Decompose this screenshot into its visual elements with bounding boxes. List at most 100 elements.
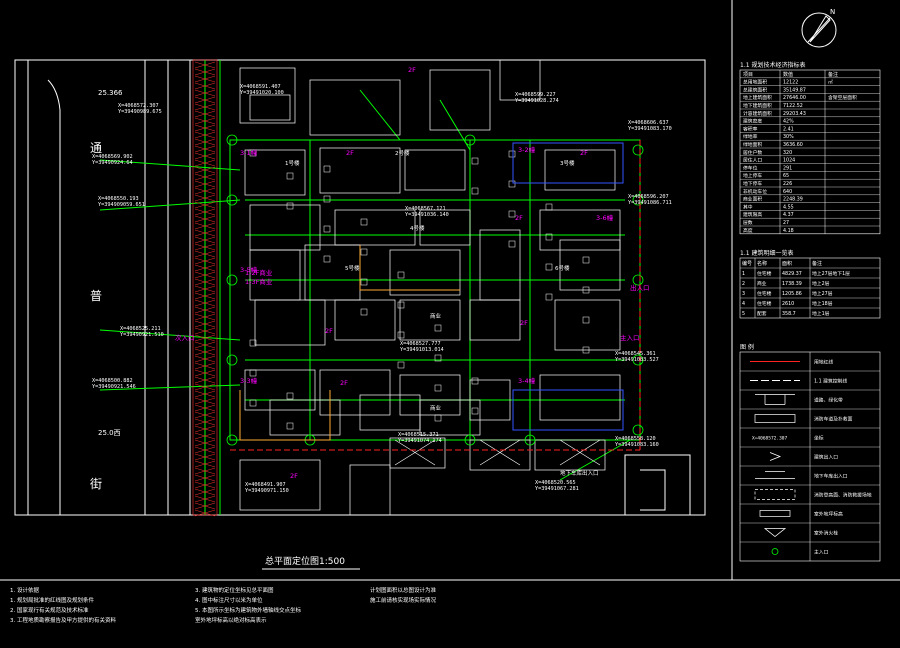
note-line: 1. 设计依据 <box>10 586 39 594</box>
table-cell: 2 <box>742 281 745 287</box>
table-cell: ㎡ <box>828 79 833 86</box>
coordinate-x: X=4068545.361 <box>615 351 656 357</box>
note-line: 计划图面积以总图设计为准 <box>370 586 437 594</box>
coordinate-labels: X=4068572.307Y=39490989.675X=4068569.902… <box>92 84 672 494</box>
legend-item-label: 主入口 <box>814 549 829 556</box>
table-cell: 42% <box>783 119 794 125</box>
legend-item-label: 建筑出入口 <box>814 454 838 461</box>
table-header-cell: 项目 <box>743 72 753 78</box>
building-tag: 3-6幢 <box>596 213 614 222</box>
building-name: 地下车库出入口 <box>560 469 599 477</box>
building-name: 3号楼 <box>560 159 575 167</box>
building-name: 1号楼 <box>285 159 300 167</box>
coordinate-x: X=4068599.227 <box>515 92 556 98</box>
table-cell: 地上18层 <box>812 300 833 307</box>
coordinate-y: Y=39491074.174 <box>398 438 442 444</box>
buildings <box>226 59 644 516</box>
blue-boundaries <box>512 142 624 431</box>
note-line: 室外地坪标高以绝对标高表示 <box>195 616 267 624</box>
table-cell: 35149.87 <box>783 87 806 93</box>
table-cell: 5 <box>742 311 745 317</box>
plaza <box>624 454 691 516</box>
table-cell: 12122 <box>783 80 798 86</box>
legend-item-label: 室外地坪标高 <box>814 511 843 518</box>
title-block: 总平面定位图1:500 <box>262 555 360 570</box>
legend-item-label: 消防车道及扑救面 <box>814 416 853 423</box>
coordinate-y: Y=39491086.711 <box>628 200 672 206</box>
table-header-cell: 编号 <box>742 260 752 267</box>
coordinate-y: Y=39490971.150 <box>245 488 289 494</box>
coordinate-y: Y=39491067.281 <box>535 486 579 492</box>
building-tag: 出入口 <box>630 283 650 292</box>
table-cell: 65 <box>783 173 789 179</box>
table-cell: 1205.86 <box>782 291 802 297</box>
building-name: 2号楼 <box>395 149 410 157</box>
table-cell: 27 <box>783 220 789 226</box>
table-cell: 地下停车 <box>743 180 762 187</box>
table-cell: 其中 <box>743 203 753 210</box>
orange-outlines <box>239 245 460 441</box>
table-cell: 地上1层 <box>812 310 830 317</box>
coordinate-x: X=4068558.120 <box>615 436 656 442</box>
legend-item-label: 坐标 <box>814 435 824 442</box>
table-cell: 4 <box>742 301 745 307</box>
coordinate-y: Y=39491020.100 <box>240 90 284 96</box>
compass-letter: N <box>830 8 835 16</box>
note-line: 2. 国家现行有关规范及技术标准 <box>10 606 89 614</box>
building-tag: 1-3F商业 <box>245 277 273 286</box>
table-cell: 地上2层 <box>812 280 830 287</box>
table-cell: 地上27层 <box>812 290 833 297</box>
coordinate-y: Y=39490921.510 <box>120 332 164 338</box>
table-cell: 地上建筑面积 <box>743 94 772 101</box>
coordinate-y: Y=39491083.160 <box>615 442 659 448</box>
table-header-cell: 备注 <box>812 260 822 267</box>
note-line: 3. 工程地质勘察报告及甲方提供的有关资料 <box>10 616 116 624</box>
table-cell: 总建筑面积 <box>743 86 767 93</box>
table-cell: 住宅楼 <box>757 290 772 297</box>
coordinate-x: X=4068527.777 <box>400 341 441 347</box>
svg-text:X=4068572.307: X=4068572.307 <box>752 436 788 442</box>
building-tag: 1-2F商业 <box>245 268 273 277</box>
coordinate-y: Y=39491036.140 <box>405 212 449 218</box>
table-cell: 绿地率 <box>743 133 758 140</box>
legend-item-label: 1.1 建筑控制线 <box>814 378 847 385</box>
property-line <box>230 140 641 451</box>
table-cell: 1738.39 <box>782 281 802 287</box>
north-compass: N <box>801 8 837 48</box>
building-tag: 2F <box>325 327 333 335</box>
table-cell: 2.41 <box>783 126 794 132</box>
table-cell: 1 <box>742 271 745 277</box>
street-elevation-bottom: 25.0西 <box>98 429 121 437</box>
table-cell: 建筑限高 <box>743 211 762 218</box>
table-cell: 291 <box>783 165 792 171</box>
building-tag: 2F <box>515 214 523 222</box>
note-line: 3. 建筑物的定位坐标见总平面图 <box>195 586 274 594</box>
building-name: 商业 <box>430 404 442 412</box>
street-lanes <box>27 60 191 515</box>
table-cell: 高度 <box>743 227 753 234</box>
coordinate-x: X=4068569.902 <box>92 154 133 160</box>
building-name: 商业 <box>430 312 442 320</box>
building-tag: 3-1幢 <box>240 148 258 157</box>
building-tag: 2F <box>346 149 354 157</box>
table-cell: 地下建筑面积 <box>743 102 772 109</box>
table-header-cell: 面积 <box>782 260 792 267</box>
coordinate-x: X=4068572.307 <box>118 103 159 109</box>
table-header-cell: 名称 <box>757 260 767 267</box>
table-title: 1.1 规划技术经济指标表 <box>740 61 805 69</box>
coordinate-y: Y=39491028.274 <box>515 98 559 104</box>
table-cell: 2610 <box>782 301 794 307</box>
building-tag: 2F <box>340 379 348 387</box>
table-cell: 建筑密度 <box>743 118 762 125</box>
legend-item-label: 室外消火栓 <box>814 530 838 537</box>
table-cell: 640 <box>783 189 792 195</box>
street-char-2: 普 <box>90 289 102 303</box>
table-cell: 含架空层面积 <box>828 94 857 101</box>
coordinate-x: X=4068520.565 <box>535 480 576 486</box>
coordinate-x: X=4068525.211 <box>120 326 161 332</box>
table-cell: 配套 <box>757 310 767 317</box>
